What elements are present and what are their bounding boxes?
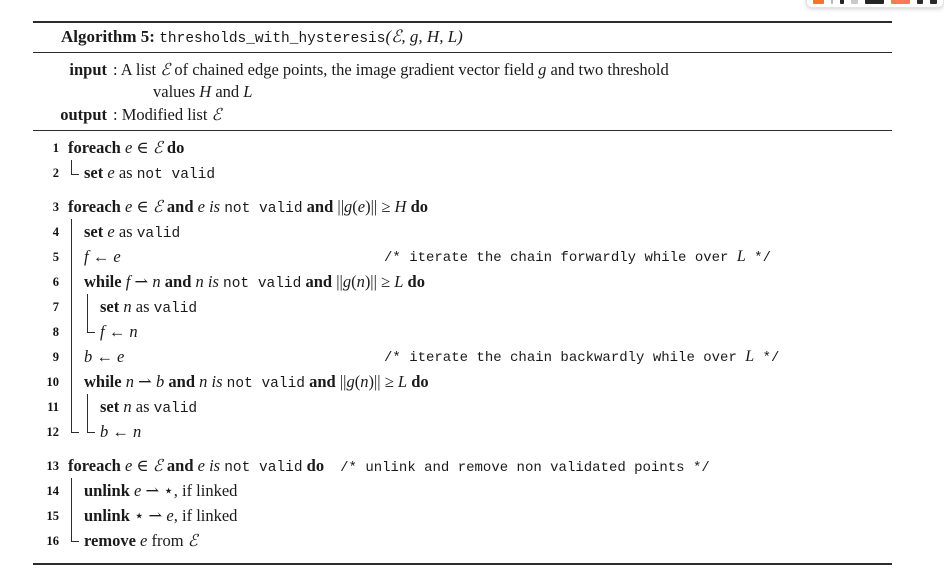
- line-number: 7: [52, 300, 59, 314]
- line-statement: remove e from ℰ: [84, 531, 198, 550]
- line-number: 13: [46, 459, 60, 473]
- indent-guide: [68, 269, 84, 296]
- algorithm-body-rule: [33, 130, 892, 131]
- code-line: 5 f ← e /* iterate the chain forwardly w…: [33, 244, 892, 271]
- text-bar-tool-icon[interactable]: [865, 0, 885, 4]
- code-line: 10 while n ⇀ b and n is not valid and ||…: [33, 369, 892, 396]
- indent-guide: [68, 294, 84, 321]
- line-comment: /* unlink and remove non validated point…: [340, 460, 710, 476]
- code-line: 3 foreach e ∈ ℰ and e is not valid and |…: [33, 196, 892, 221]
- line-statement: unlink e ⇀ ⋆, if linked: [84, 481, 238, 500]
- algorithm-top-rule: [33, 21, 892, 23]
- line-statement: set n as valid: [100, 297, 198, 317]
- line-statement: set e as valid: [84, 222, 181, 242]
- line-number: 10: [46, 375, 60, 389]
- line-statement: set e as not valid: [84, 163, 216, 183]
- line-number: 6: [52, 275, 59, 289]
- algorithm-bottom-rule: [33, 563, 892, 565]
- input-text: : A list ℰ of chained edge points, the i…: [113, 59, 669, 79]
- line-comment: /* iterate the chain backwardly while ov…: [384, 348, 780, 366]
- code-line: 11 set n as valid: [33, 394, 892, 421]
- line-comment: /* iterate the chain forwardly while ove…: [384, 248, 771, 266]
- block-gap: [33, 187, 892, 196]
- line-statement: unlink ⋆ ⇀ e, if linked: [84, 506, 238, 525]
- cursor-tool-icon[interactable]: [840, 0, 845, 4]
- code-line: 9 b ← e /* iterate the chain backwardly …: [33, 344, 892, 371]
- indent-guide: [84, 394, 100, 421]
- code-line: 13 foreach e ∈ ℰ and e is not valid do/*…: [33, 455, 892, 480]
- line-statement: set n as valid: [100, 397, 198, 417]
- line-number: 4: [52, 225, 59, 239]
- line-number: 1: [52, 141, 59, 155]
- indent-guide: [68, 478, 84, 504]
- code-line: 7 set n as valid: [33, 294, 892, 321]
- code-line: 6 while f ⇀ n and n is not valid and ||g…: [33, 269, 892, 296]
- indent-guide: [84, 319, 100, 344]
- line-number: 3: [52, 200, 59, 214]
- grid-tool-icon[interactable]: [916, 0, 924, 4]
- line-statement: foreach e ∈ ℰ do: [68, 138, 185, 157]
- indent-guide: [84, 419, 100, 444]
- indent-guide: [68, 419, 84, 444]
- indent-guide: [68, 219, 84, 246]
- code-line: 12 b ← n: [33, 419, 892, 446]
- algorithm-code-body: 1 foreach e ∈ ℰ do 2 set e as not valid …: [33, 131, 892, 563]
- code-line: 15 unlink ⋆ ⇀ e, if linked: [33, 503, 892, 530]
- line-number: 2: [52, 166, 59, 180]
- line-statement: while n ⇀ b and n is not valid and ||g(n…: [84, 372, 429, 392]
- line-statement: foreach e ∈ ℰ and e is not valid do/* un…: [68, 456, 710, 476]
- accent-bar-tool-icon[interactable]: [891, 0, 910, 4]
- indent-guide: [68, 160, 84, 186]
- line-statement: f ← e /* iterate the chain forwardly whi…: [84, 247, 771, 266]
- indent-guide: [68, 344, 84, 370]
- algorithm-title: Algorithm 5: thresholds_with_hysteresis(…: [33, 23, 892, 52]
- code-line: 1 foreach e ∈ ℰ do: [33, 137, 892, 162]
- block-gap: [33, 446, 892, 455]
- line-number: 9: [52, 350, 59, 364]
- output-label: output: [60, 104, 107, 124]
- line-number: 5: [52, 250, 59, 264]
- indent-guide: [68, 394, 84, 421]
- line-statement: f ← n: [100, 322, 138, 341]
- code-line: 14 unlink e ⇀ ⋆, if linked: [33, 478, 892, 505]
- algorithm-title-function: thresholds_with_hysteresis: [159, 31, 386, 47]
- line-number: 11: [47, 400, 59, 414]
- algorithm-io-block: input : A list ℰ of chained edge points,…: [33, 53, 892, 131]
- line-statement: while f ⇀ n and n is not valid and ||g(n…: [84, 272, 425, 292]
- code-line: 4 set e as valid: [33, 219, 892, 246]
- line-number: 14: [46, 484, 60, 498]
- line-statement: foreach e ∈ ℰ and e is not valid and ||g…: [68, 197, 428, 217]
- toolbar-divider-icon: [851, 0, 859, 4]
- algorithm-input-row: input : A list ℰ of chained edge points,…: [33, 60, 892, 81]
- line-statement: b ← e /* iterate the chain backwardly wh…: [84, 347, 780, 366]
- floating-toolbar[interactable]: [806, 0, 944, 8]
- line-number: 8: [52, 325, 59, 339]
- line-number: 12: [46, 425, 60, 439]
- input-label: input: [69, 59, 107, 79]
- indent-guide: [68, 244, 84, 270]
- algorithm-output-row: output : Modified list ℰ: [33, 101, 892, 126]
- indent-guide: [68, 319, 84, 345]
- toolbar-divider-icon: [830, 0, 834, 4]
- line-statement: b ← n: [100, 422, 142, 441]
- code-line: 16 remove e from ℰ: [33, 528, 892, 555]
- algorithm-title-args: (ℰ, g, H, L): [385, 27, 463, 46]
- indent-guide: [68, 528, 84, 553]
- grid-tool-icon[interactable]: [930, 0, 938, 4]
- algorithm-title-keyword: Algorithm 5:: [61, 27, 155, 46]
- line-number: 15: [46, 509, 60, 523]
- indent-guide: [68, 369, 84, 396]
- line-number: 16: [46, 534, 60, 548]
- highlight-swatch-icon[interactable]: [813, 0, 824, 4]
- code-line: 2 set e as not valid: [33, 160, 892, 187]
- indent-guide: [84, 294, 100, 321]
- algorithm-input-continuation: values H and L: [153, 82, 253, 101]
- algorithm-header-rule: [33, 51, 892, 53]
- code-line: 8 f ← n: [33, 319, 892, 346]
- output-text: : Modified list ℰ: [113, 104, 222, 124]
- indent-guide: [68, 503, 84, 529]
- algorithm-block: Algorithm 5: thresholds_with_hysteresis(…: [33, 21, 892, 565]
